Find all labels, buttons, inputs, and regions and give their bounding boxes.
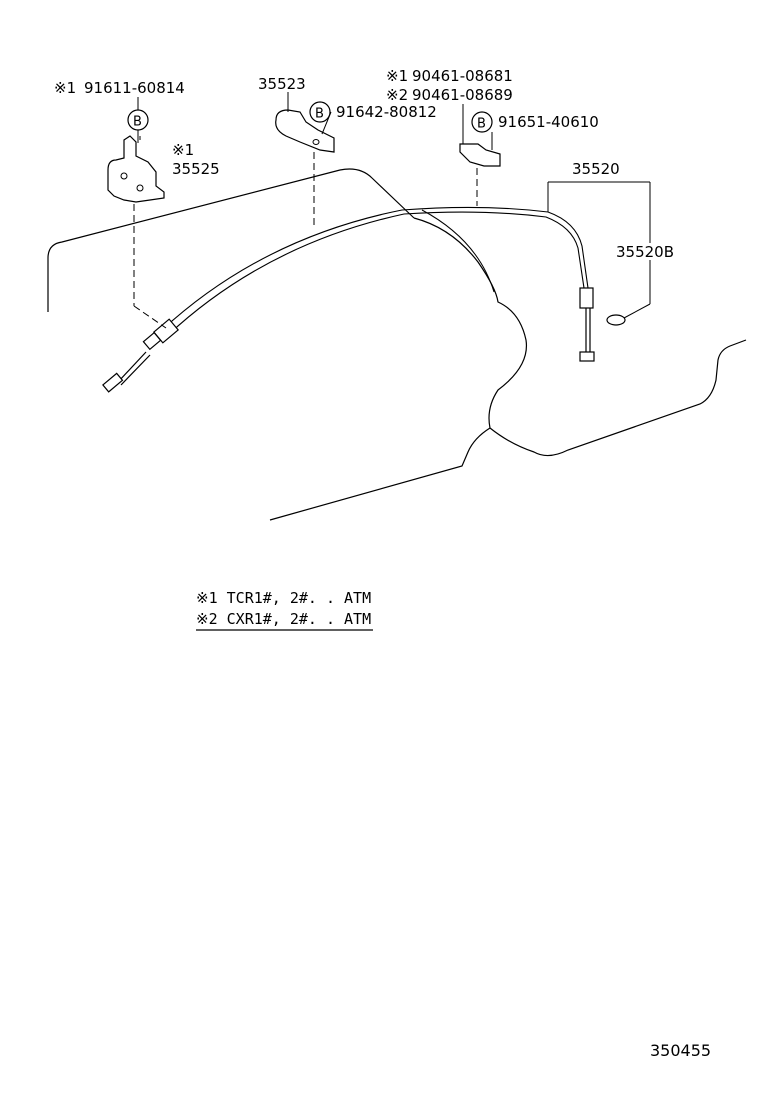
leader-lines [133,92,651,329]
part-number-90461-08681: 90461-08681 [412,67,513,85]
clamp-90461 [459,143,501,167]
bracket-35525 [107,135,165,203]
svg-text:B: B [315,107,324,122]
cable-end-sleeve [579,287,594,309]
mark-label: ※1 [172,141,194,159]
figure-id: 350455 [650,1041,711,1060]
part-number-35520B: 35520B [616,243,674,261]
part-number-35525: 35525 [172,160,220,178]
part-number-91651: 91651-40610 [498,113,599,131]
note-line-1: ※1 TCR1#, 2#. . ATM [196,589,371,607]
bolt-symbol-1: B [127,109,149,131]
part-number-35520: 35520 [572,160,620,178]
mark-label: ※1 [386,67,408,85]
o-ring-35520B [606,314,626,326]
mark-label: ※1 [54,79,76,97]
svg-text:B: B [477,117,486,132]
part-number-90461-08689: 90461-08689 [412,86,513,104]
transmission-outline [47,168,747,521]
cable-end-right [579,351,595,362]
bolt-symbol-2: B [309,101,331,123]
throttle-cable-35520 [102,206,626,393]
notes-block: ※1 TCR1#, 2#. . ATM ※2 CXR1#, 2#. . ATM [196,589,373,631]
cable-adjuster [142,331,162,351]
clamp-35523 [275,109,335,153]
note-line-2: ※2 CXR1#, 2#. . ATM [196,610,371,628]
part-number-91642: 91642-80812 [336,103,437,121]
mark-label: ※2 [386,86,408,104]
cable-end-left [102,372,124,393]
svg-text:B: B [133,115,142,130]
bolt-symbol-3: B [471,111,493,133]
part-number-35523: 35523 [258,75,306,93]
part-number-91611: 91611-60814 [84,79,185,97]
